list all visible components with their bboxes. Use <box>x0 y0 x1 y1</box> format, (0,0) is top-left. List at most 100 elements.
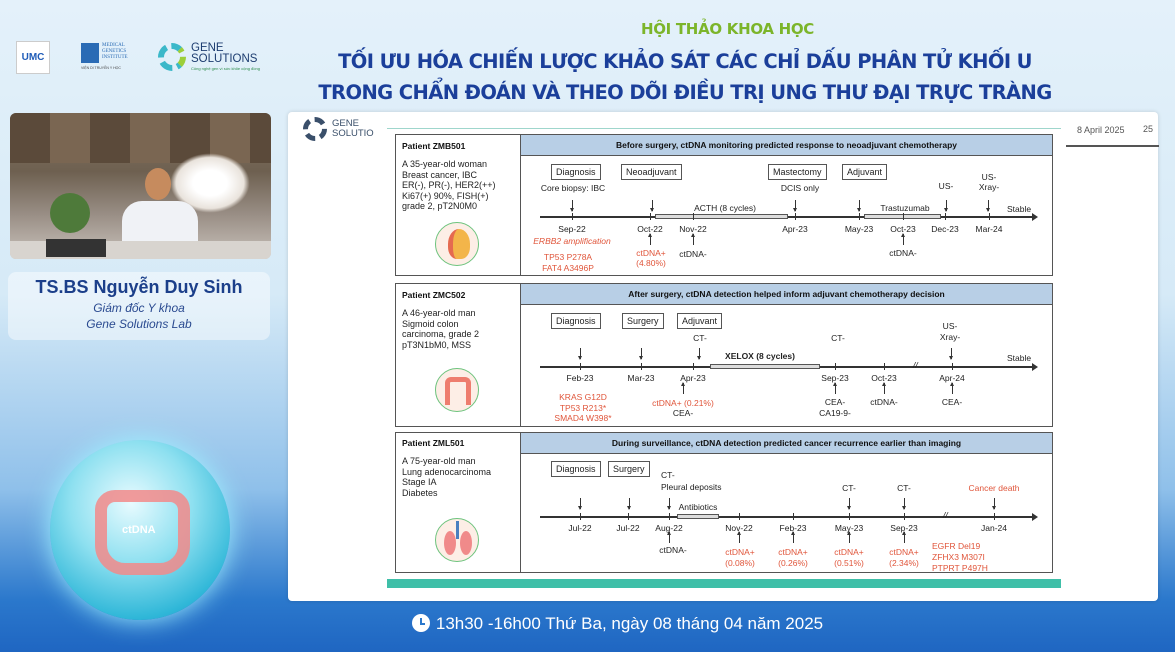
ctdna-result: (4.80%) <box>636 258 666 268</box>
ctdna-result: ctDNA+ <box>834 547 864 557</box>
desc-line: Stage IA <box>402 477 437 487</box>
date-label: Sep-23 <box>821 373 849 383</box>
annotation: CT- <box>693 333 707 343</box>
desc-line: carcinoma, grade 2 <box>402 329 480 339</box>
mgi-text-2: GENETICS <box>102 49 127 54</box>
ctdna-result: ctDNA+ (0.21%) <box>652 398 714 408</box>
desc-line: ER(-), PR(-), HER2(++) <box>402 180 496 190</box>
desc-line: grade 2, pT2N0M0 <box>402 201 478 211</box>
arrow-down-icon <box>847 498 851 510</box>
arrow-down-icon <box>627 498 631 510</box>
date-label: Apr-23 <box>680 373 706 383</box>
marker-result: CEA- <box>941 397 963 407</box>
date-label: May-23 <box>844 224 874 234</box>
speaker-card: TS.BS Nguyễn Duy Sinh Giám đốc Y khoa Ge… <box>8 272 270 340</box>
date-label: Sep-22 <box>558 224 586 234</box>
ctdna-result: ctDNA- <box>679 249 707 259</box>
ctdna-result: (0.51%) <box>834 558 864 568</box>
speaker-name: TS.BS Nguyễn Duy Sinh <box>35 277 243 297</box>
speaker-org: Gene Solutions Lab <box>86 317 192 331</box>
treatment-label: Antibiotics <box>678 502 718 512</box>
treatment-label: ACTH (8 cycles) <box>694 203 756 213</box>
annotation: CT- <box>831 333 845 343</box>
gs-mark-icon <box>303 117 327 141</box>
date-label: May-23 <box>834 523 864 533</box>
annotation: Xray- <box>939 332 961 342</box>
ctdna-result: ctDNA- <box>889 248 917 258</box>
mgi-text-1: MEDICAL <box>102 43 125 48</box>
speaker-video <box>10 113 271 259</box>
date-label: Aug-22 <box>655 523 683 533</box>
annotation: CT- <box>842 483 856 493</box>
date-label: Jul-22 <box>568 523 592 533</box>
arrow-up-icon <box>648 233 652 245</box>
date-label: Feb-23 <box>779 523 807 533</box>
event-time: 13h30 -16h00 Thứ Ba, ngày 08 tháng 04 nă… <box>0 614 1175 634</box>
patient-id: Patient ZMB501 <box>402 141 466 151</box>
phase-box: Surgery <box>608 461 650 477</box>
ctdna-result: (2.34%) <box>889 558 919 568</box>
arrow-down-icon <box>578 348 582 360</box>
date-label: Oct-22 <box>637 224 663 234</box>
marker-result: CEA- <box>672 408 694 418</box>
desc-line: A 46-year-old man <box>402 308 476 318</box>
date-label: Feb-23 <box>566 373 594 383</box>
arrow-up-icon <box>833 382 837 394</box>
timeline-axis <box>540 513 1038 520</box>
desc-line: A 35-year-old woman <box>402 159 488 169</box>
date-label: Sep-23 <box>890 523 918 533</box>
arrow-up-icon <box>902 531 906 543</box>
outcome-label: Stable <box>1007 353 1032 363</box>
arrow-down-icon <box>986 200 990 212</box>
mgi-sub: VIỆN DI TRUYỀN Y HỌC <box>81 66 121 70</box>
annotation: US- <box>938 181 954 191</box>
slide-date: 8 April 2025 <box>1077 125 1125 135</box>
date-label: Nov-22 <box>725 523 753 533</box>
arrow-up-icon <box>791 531 795 543</box>
mutation-note: ZFHX3 M307I <box>932 552 985 562</box>
colon-illustration <box>435 368 479 412</box>
annotation: Core biopsy: IBC <box>540 183 606 193</box>
gs-text-2: SOLUTIONS <box>191 53 258 65</box>
page-title-line1: TỐI ƯU HÓA CHIẾN LƯỢC KHẢO SÁT CÁC CHỈ D… <box>338 50 1032 73</box>
arrow-down-icon <box>944 200 948 212</box>
arrow-down-icon <box>902 498 906 510</box>
arrow-up-icon <box>691 233 695 245</box>
panel-header: After surgery, ctDNA detection helped in… <box>521 284 1052 305</box>
clock-icon <box>411 614 430 632</box>
axis-break-icon: // <box>913 360 918 370</box>
treatment-bar <box>710 364 820 369</box>
ctdna-orb-illustration: ctDNA <box>50 440 230 620</box>
mgi-logo: MEDICAL GENETICS INSTITUTE VIỆN DI TRUYỀ… <box>81 43 141 73</box>
mutation-note: KRAS G12D <box>559 392 607 402</box>
date-label: Oct-23 <box>871 373 897 383</box>
patient-id: Patient ZML501 <box>402 438 465 448</box>
desc-line: Sigmoid colon <box>402 318 459 329</box>
annotation: CT- <box>661 470 675 480</box>
event-time-text: 13h30 -16h00 Thứ Ba, ngày 08 tháng 04 nă… <box>435 614 824 633</box>
teal-bar <box>387 579 1061 588</box>
gs-mark-icon <box>158 43 186 71</box>
breast-illustration <box>435 222 479 266</box>
annotation: US- <box>981 172 997 182</box>
mutation-note: SMAD4 W398* <box>554 413 612 423</box>
arrow-up-icon <box>950 382 954 394</box>
date-label: Nov-22 <box>679 224 707 234</box>
date-label: Mar-23 <box>627 373 655 383</box>
ctdna-result: ctDNA+ <box>889 547 919 557</box>
orb-label: ctDNA <box>122 524 156 536</box>
umc-logo: UMC <box>16 41 50 74</box>
mutation-note: PTPRT P497H <box>932 563 988 573</box>
phase-box: Diagnosis <box>551 164 601 180</box>
arrow-down-icon <box>857 200 861 212</box>
arrow-down-icon <box>949 348 953 360</box>
lung-illustration <box>435 518 479 562</box>
annotation: Xray- <box>978 182 1000 192</box>
desc-line: Diabetes <box>402 487 438 498</box>
slide-logo-text-2: SOLUTIO <box>332 127 374 139</box>
phase-box: Adjuvant <box>677 313 723 329</box>
desc-line: Ki67(+) 90%, FISH(+) <box>402 190 489 201</box>
